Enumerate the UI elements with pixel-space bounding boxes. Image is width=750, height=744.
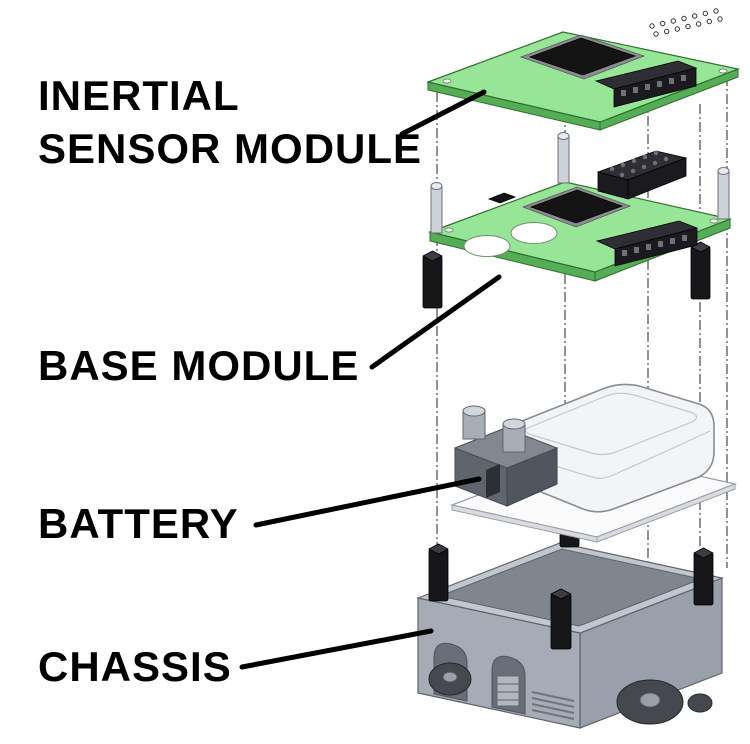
label-base-module: BASE MODULE: [38, 342, 359, 389]
base-front-header: [595, 220, 699, 267]
battery-graphic: [449, 383, 738, 543]
mount-hole: [709, 218, 719, 224]
leader-battery: [253, 476, 482, 528]
chassis-graphic: [415, 542, 725, 729]
base-module-spacers: [422, 241, 711, 309]
standoff-posts: [430, 132, 730, 234]
mount-hole: [718, 68, 728, 74]
imu-through-hole-pads: [649, 8, 723, 37]
label-chassis: CHASSIS: [38, 643, 232, 690]
inertial-sensor-module-graphic: [425, 8, 741, 131]
battery-top-contour: [524, 392, 698, 456]
buzzer-disc: [510, 222, 558, 244]
label-inertial-line2: SENSOR MODULE: [38, 125, 422, 172]
label-inertial-line1: INERTIAL: [38, 72, 240, 119]
base-module-graphic: [427, 132, 733, 282]
leader-base: [369, 274, 502, 370]
chassis-spacers: [428, 543, 714, 650]
motor-gearbox: [496, 675, 520, 707]
buzzer-disc: [463, 235, 511, 257]
chassis-rib-detail: [531, 691, 575, 720]
mount-hole: [442, 78, 452, 84]
imu-ic-chip: [528, 37, 637, 76]
label-battery: BATTERY: [38, 500, 239, 547]
battery-connector: [453, 405, 559, 507]
labels: INERTIAL SENSOR MODULE BASE MODULE BATTE…: [38, 72, 422, 690]
caster-wheel: [687, 693, 713, 713]
leader-chassis: [239, 628, 434, 670]
mount-hole: [444, 227, 454, 233]
leader-lines: [239, 89, 502, 670]
base-ic-chip: [529, 189, 624, 224]
battery-plate-edge: [596, 483, 736, 543]
small-component: [487, 192, 517, 204]
base-rear-header: [596, 150, 688, 200]
right-wheel-hub: [639, 692, 661, 708]
connector-slot: [486, 464, 500, 498]
imu-front-header: [594, 60, 698, 108]
left-wheel-hub: [442, 671, 458, 683]
leader-inertial: [399, 89, 487, 137]
